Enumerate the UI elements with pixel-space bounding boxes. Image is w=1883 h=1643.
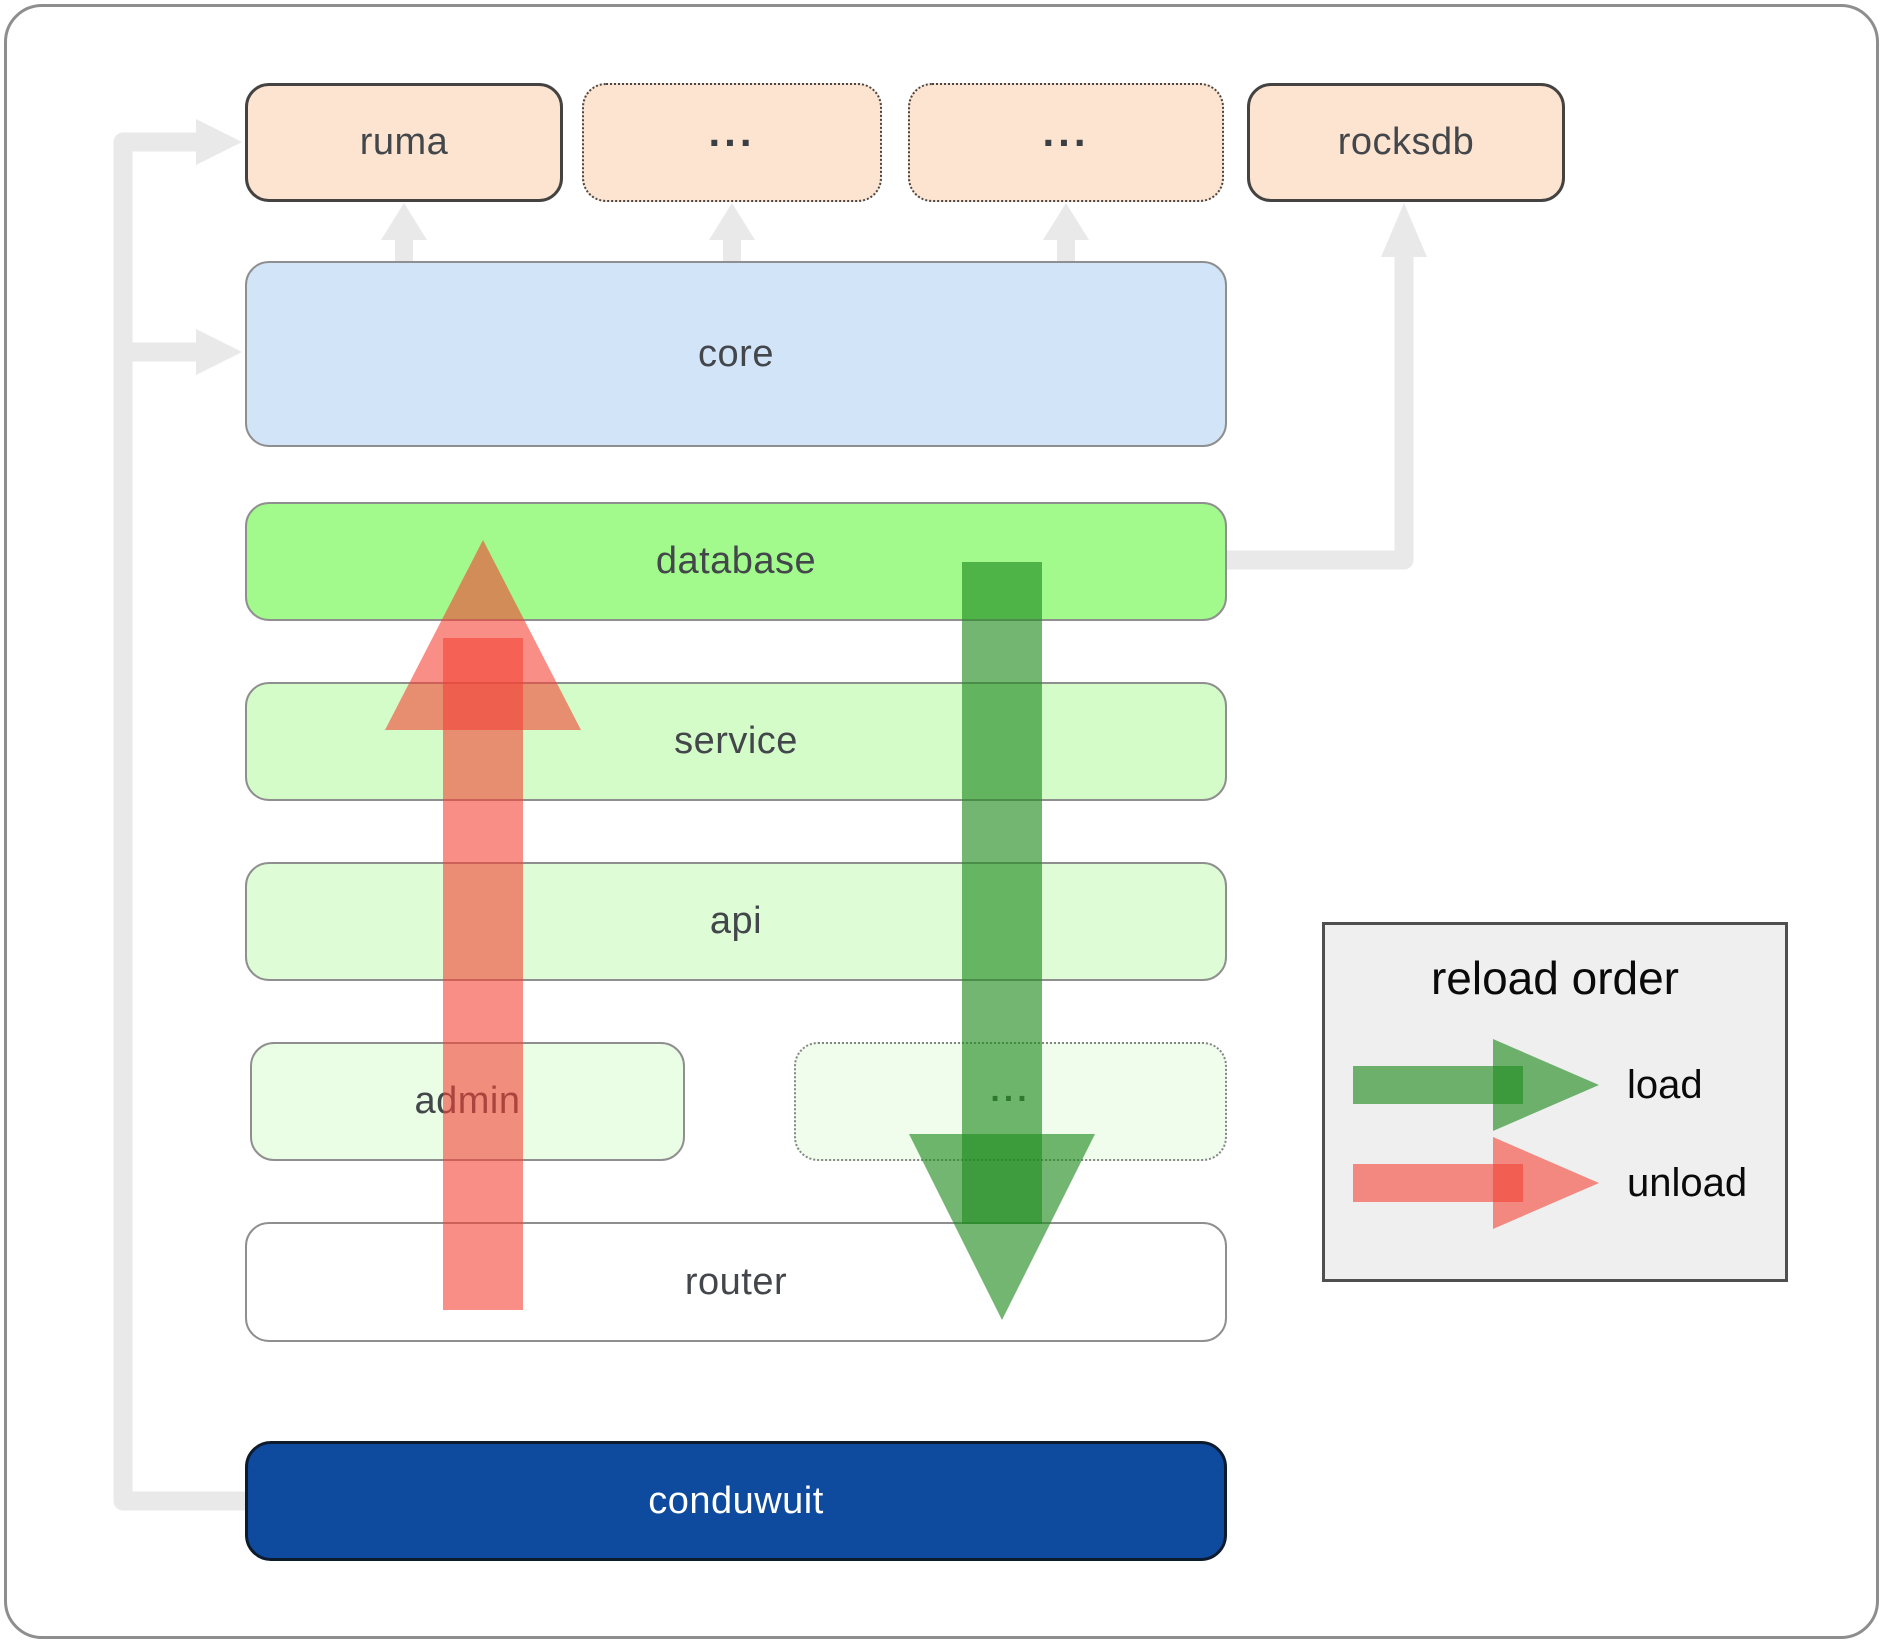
- box-router-label: router: [684, 1260, 788, 1303]
- box-service-more: ...: [794, 1042, 1227, 1161]
- box-conduwuit-label: conduwuit: [648, 1479, 824, 1522]
- arrowhead-into-rocksdb-icon: [1381, 203, 1427, 257]
- legend: reload order load unload: [1322, 922, 1788, 1282]
- box-database-label: database: [655, 540, 817, 582]
- legend-unload-arrow-icon: [1353, 1137, 1599, 1229]
- box-dependency-more-2: ...: [908, 83, 1224, 202]
- box-ruma: ruma: [245, 83, 563, 202]
- box-service-label: service: [674, 720, 798, 762]
- box-api: api: [245, 862, 1227, 981]
- box-api-label: api: [709, 900, 763, 942]
- box-admin-label: admin: [414, 1080, 521, 1122]
- arrowhead-into-ruma-icon: [196, 119, 242, 165]
- arrowhead-core-to-dep2-icon: [1043, 203, 1089, 240]
- box-rocksdb: rocksdb: [1247, 83, 1565, 202]
- legend-unload-arrow-shapes: [1353, 1137, 1599, 1229]
- box-conduwuit: conduwuit: [245, 1441, 1227, 1561]
- legend-title: reload order: [1430, 952, 1680, 1004]
- box-dependency-more-1: ...: [582, 83, 882, 202]
- legend-load-arrow-shapes: [1353, 1039, 1599, 1131]
- box-service: service: [245, 682, 1227, 801]
- box-admin: admin: [250, 1042, 685, 1161]
- connector-database-to-rocksdb: [1226, 256, 1414, 570]
- legend-load-label: load: [1627, 1063, 1703, 1107]
- legend-unload-label: unload: [1627, 1161, 1748, 1205]
- box-dependency-more-1-label: ...: [708, 107, 756, 155]
- box-database: database: [245, 502, 1227, 621]
- connector-conduwuit-to-ruma: [113, 132, 245, 1511]
- arrowhead-core-to-dep1-icon: [709, 203, 755, 240]
- gray-connectors: [113, 119, 1427, 1511]
- box-core-label: core: [698, 332, 774, 375]
- arrowhead-core-to-ruma-icon: [381, 203, 427, 240]
- box-ruma-label: ruma: [359, 121, 449, 163]
- box-router: router: [245, 1222, 1227, 1342]
- box-dependency-more-2-label: ...: [1042, 107, 1090, 155]
- box-core: core: [245, 261, 1227, 447]
- legend-load-arrow-icon: [1353, 1039, 1599, 1131]
- box-rocksdb-label: rocksdb: [1337, 121, 1475, 163]
- box-service-more-label: ...: [990, 1071, 1031, 1109]
- arrowhead-into-core-icon: [196, 329, 242, 375]
